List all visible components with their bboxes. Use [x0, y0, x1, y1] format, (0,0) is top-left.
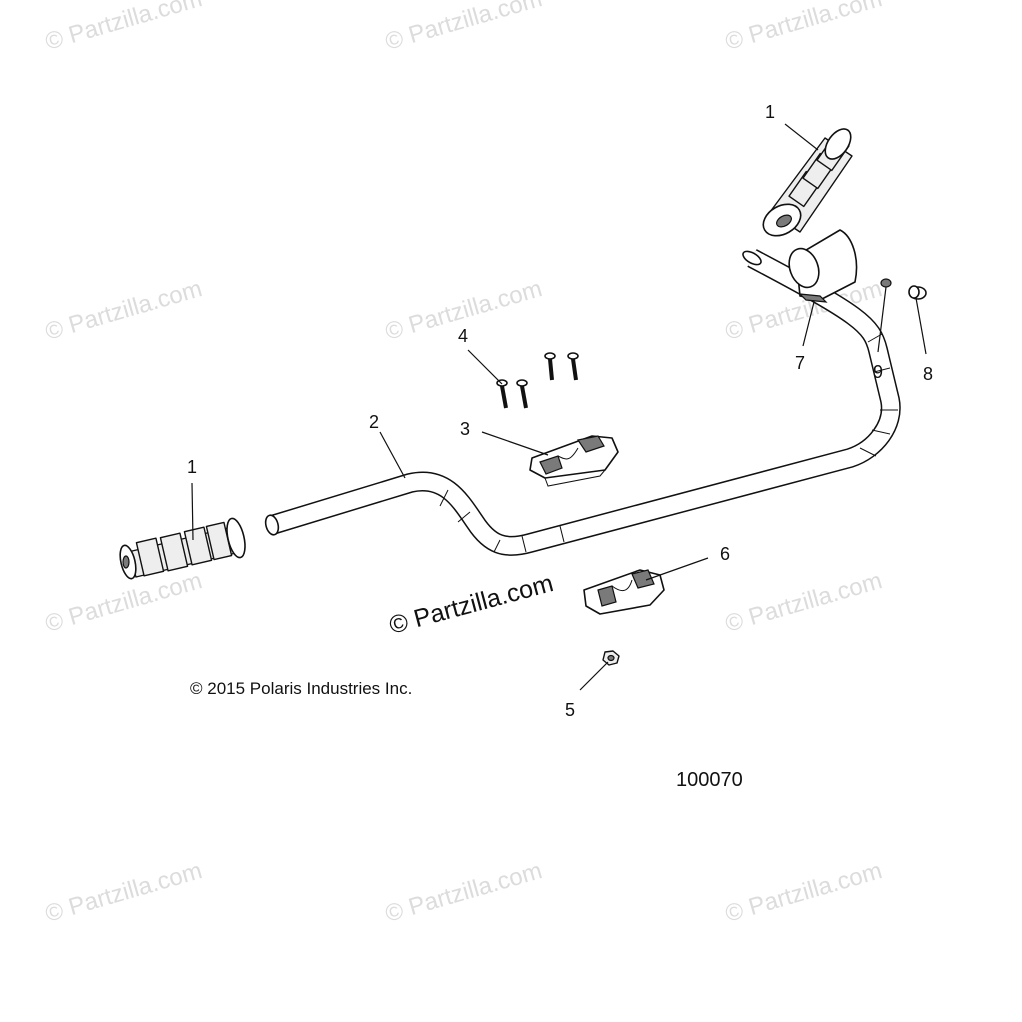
callout-screw: 9 [873, 362, 883, 382]
watermark: © Partzilla.com [42, 275, 205, 346]
watermark-group: © Partzilla.com © Partzilla.com © Partzi… [42, 0, 885, 928]
watermark: © Partzilla.com [382, 0, 545, 56]
callout-switch-housing: 7 [795, 353, 805, 373]
bolt [567, 352, 579, 381]
watermark: © Partzilla.com [42, 0, 205, 56]
copyright-note: © 2015 Polaris Industries Inc. [190, 679, 412, 698]
watermark: © Partzilla.com [722, 0, 885, 56]
lower-clamp [583, 569, 665, 615]
bolt [496, 379, 508, 409]
watermark: © Partzilla.com [42, 857, 205, 928]
bolt [544, 352, 556, 381]
handlebar [264, 249, 901, 556]
callout-upper-clamp: 3 [460, 419, 470, 439]
bolts [496, 352, 579, 409]
watermark-center: © Partzilla.com [386, 569, 556, 640]
callout-handlebar: 2 [369, 412, 379, 432]
callout-labels: 1 1 2 3 4 5 6 7 9 8 [187, 102, 933, 720]
watermark: © Partzilla.com [382, 857, 545, 928]
watermark: © Partzilla.com [722, 567, 885, 638]
diagram-number: 100070 [676, 769, 743, 791]
leader-lines [191, 123, 927, 691]
nut [602, 650, 620, 666]
grip-right [762, 128, 853, 237]
upper-clamp [529, 435, 619, 487]
callout-plug: 8 [923, 364, 933, 384]
watermark: © Partzilla.com [722, 857, 885, 928]
bolt [516, 379, 528, 409]
switch-housing [788, 229, 858, 303]
screw [880, 278, 892, 288]
plug [908, 285, 927, 300]
callout-nut: 5 [565, 700, 575, 720]
grip-left [119, 517, 246, 580]
callout-bolts: 4 [458, 326, 468, 346]
watermark: © Partzilla.com [42, 567, 205, 638]
callout-grip-left: 1 [187, 457, 197, 477]
callout-lower-clamp: 6 [720, 544, 730, 564]
callout-grip-right: 1 [765, 102, 775, 122]
